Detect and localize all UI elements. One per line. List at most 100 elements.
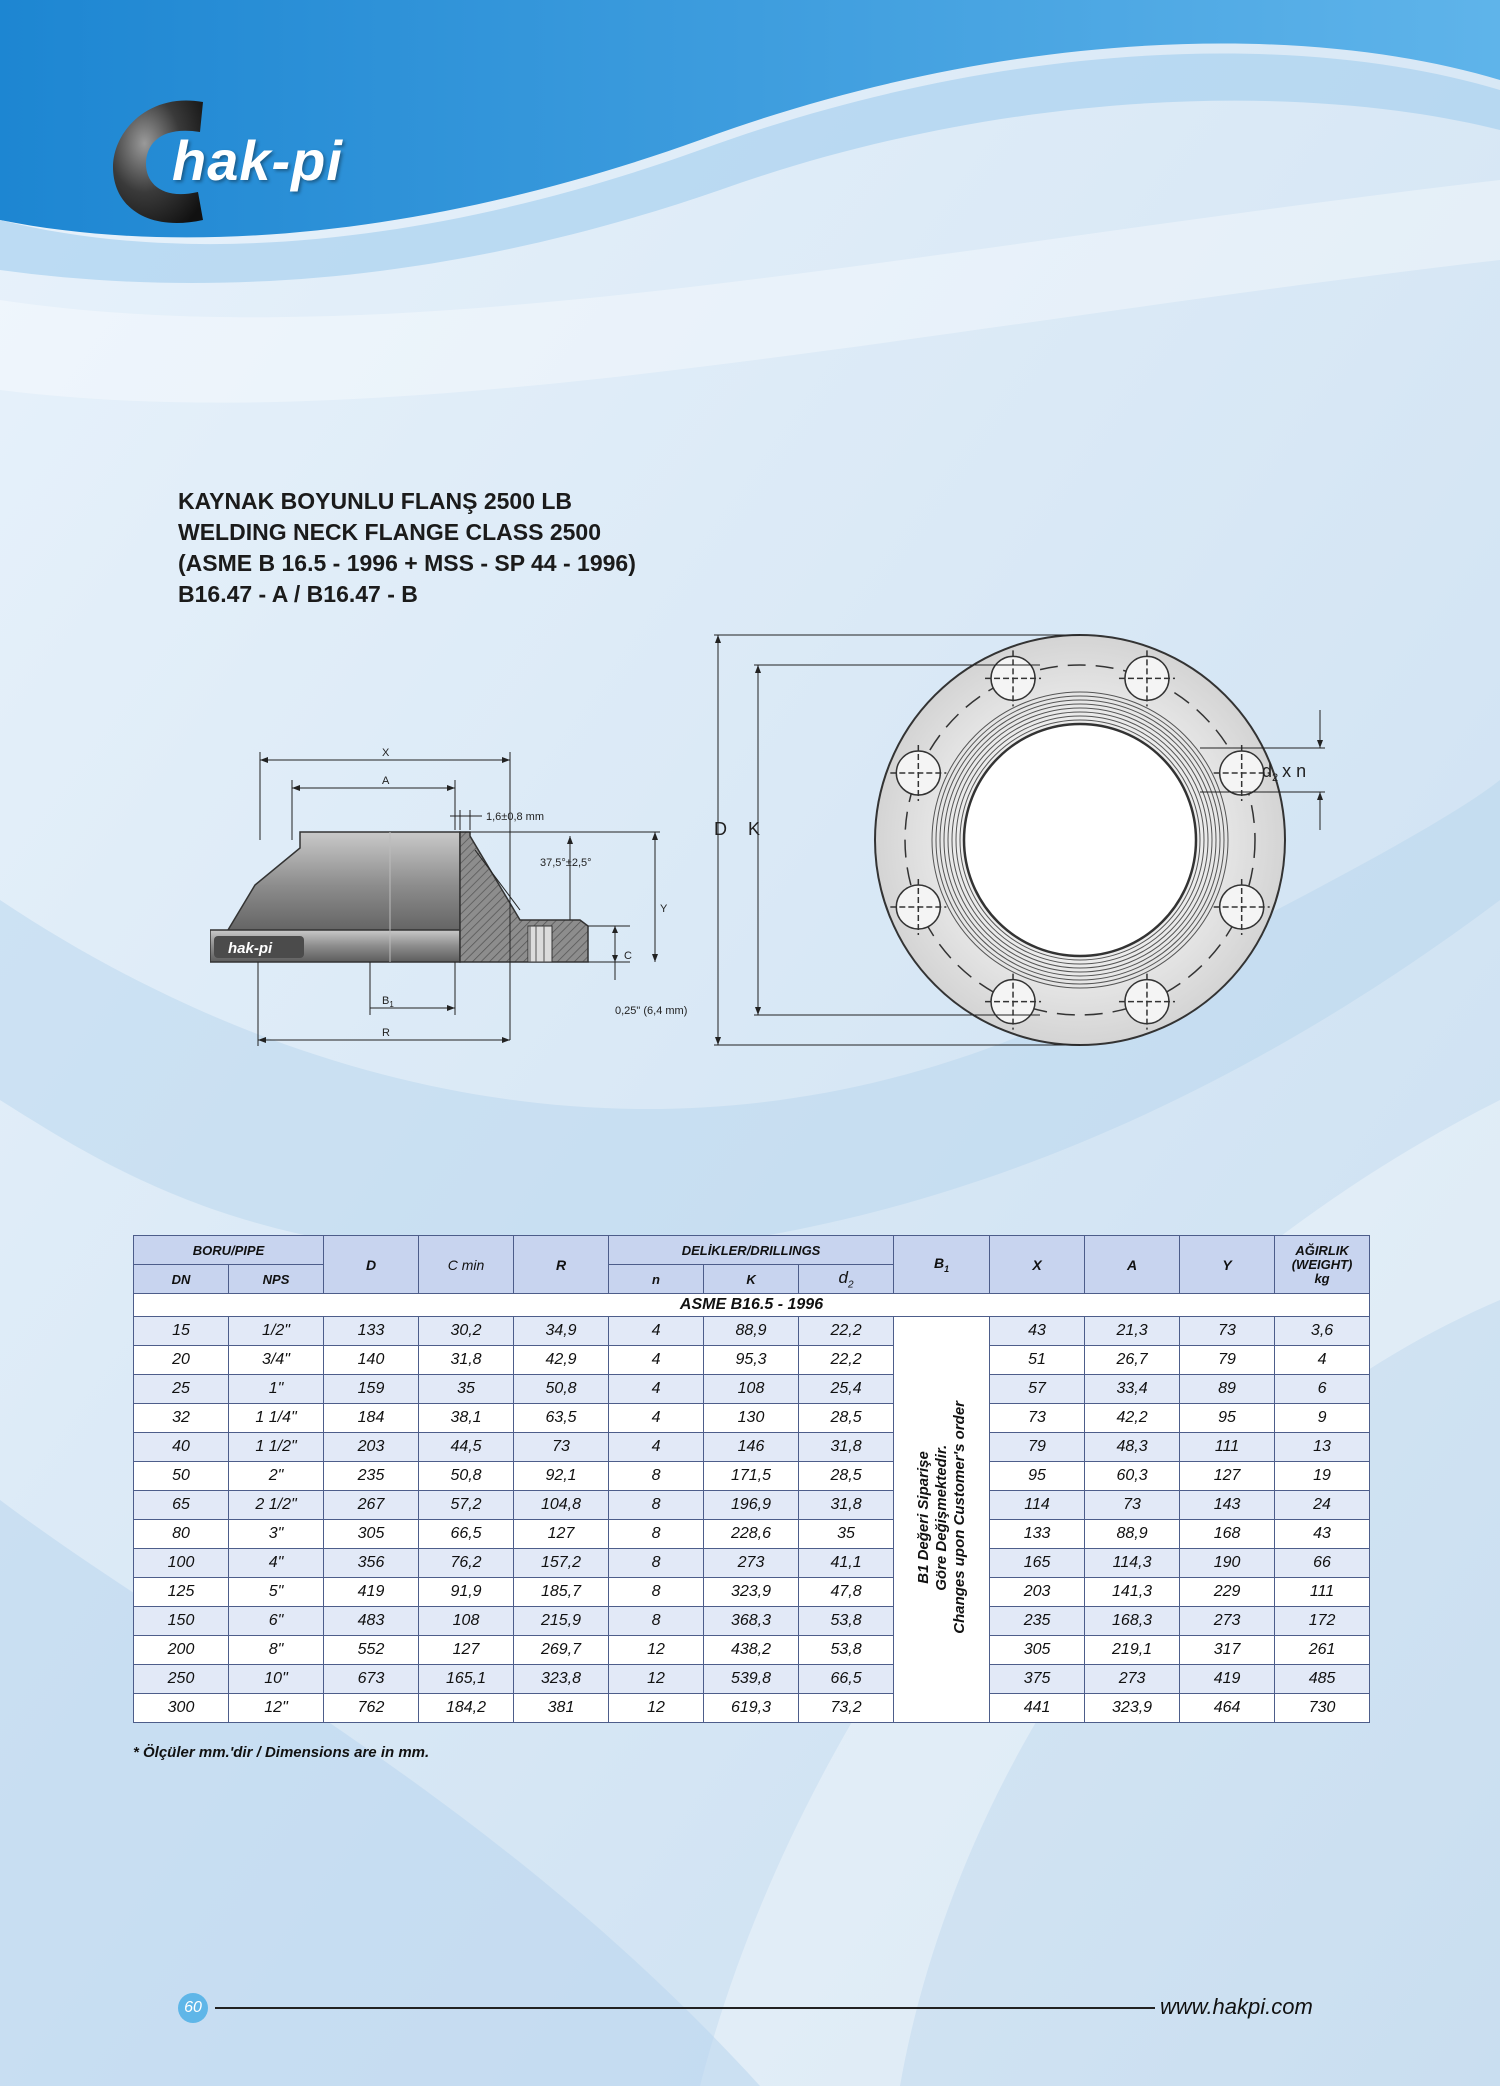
table-cell: 57,2: [418, 1490, 515, 1520]
table-cell: 63,5: [513, 1403, 610, 1433]
table-cell: 323,8: [513, 1664, 610, 1694]
table-cell: 104,8: [513, 1490, 610, 1520]
header-dn: DN: [133, 1264, 229, 1294]
table-cell: 1/2": [227, 1316, 325, 1346]
table-cell: 165,1: [418, 1664, 515, 1694]
table-cell: 464: [1179, 1693, 1276, 1723]
table-cell: 4: [608, 1345, 705, 1375]
table-cell: 9: [1274, 1403, 1371, 1433]
table-cell: 305: [989, 1635, 1086, 1665]
table-cell: 40: [133, 1432, 229, 1462]
header-weight: AĞIRLIK (WEIGHT) kg: [1274, 1235, 1371, 1294]
table-cell: 267: [323, 1490, 420, 1520]
dim-c-label: C: [624, 950, 632, 962]
table-cell: 19: [1274, 1461, 1371, 1491]
title-line-3: (ASME B 16.5 - 1996 + MSS - SP 44 - 1996…: [178, 550, 636, 576]
table-cell: 73,2: [798, 1693, 895, 1723]
table-cell: 53,8: [798, 1635, 895, 1665]
bolt-holes: [890, 650, 1270, 1030]
table-cell: 114: [989, 1490, 1086, 1520]
table-cell: 228,6: [703, 1519, 800, 1549]
table-cell: 8: [608, 1548, 705, 1578]
table-cell: 88,9: [703, 1316, 800, 1346]
table-cell: 356: [323, 1548, 420, 1578]
table-cell: 203: [989, 1577, 1086, 1607]
table-cell: 185,7: [513, 1577, 610, 1607]
header-a: A: [1084, 1235, 1181, 1294]
brand-name: hak-pi: [172, 129, 343, 192]
table-cell: 165: [989, 1548, 1086, 1578]
table-cell: 483: [323, 1606, 420, 1636]
footer-divider: [215, 2007, 1155, 2009]
table-cell: 73: [1179, 1316, 1276, 1346]
table-cell: 273: [1084, 1664, 1181, 1694]
header-d: D: [323, 1235, 420, 1294]
table-cell: 22,2: [798, 1316, 895, 1346]
table-cell: 33,4: [1084, 1374, 1181, 1404]
table-cell: 24: [1274, 1490, 1371, 1520]
dim-x-label: X: [382, 747, 390, 759]
elbow-pipe-icon: [113, 100, 203, 224]
header-k: K: [703, 1264, 800, 1294]
header-x: X: [989, 1235, 1086, 1294]
flange-side-view-diagram: hak-pi X A 1,6±0,8 mm 37,5°±2,5° Y C 0,2…: [210, 747, 687, 1046]
table-cell: 4: [608, 1432, 705, 1462]
table-cell: 150: [133, 1606, 229, 1636]
table-cell: 323,9: [1084, 1693, 1181, 1723]
table-cell: 200: [133, 1635, 229, 1665]
table-cell: 95: [1179, 1403, 1276, 1433]
table-cell: 8: [608, 1606, 705, 1636]
standard-label: ASME B16.5 - 1996: [132, 1293, 1371, 1317]
table-cell: 317: [1179, 1635, 1276, 1665]
table-cell: 4": [227, 1548, 325, 1578]
table-cell: 184,2: [418, 1693, 515, 1723]
table-cell: 250: [133, 1664, 229, 1694]
table-cell: 305: [323, 1519, 420, 1549]
table-cell: 20: [133, 1345, 229, 1375]
table-cell: 235: [323, 1461, 420, 1491]
table-cell: 762: [323, 1693, 420, 1723]
table-cell: 79: [1179, 1345, 1276, 1375]
table-cell: 190: [1179, 1548, 1276, 1578]
dim-d-label: D: [714, 819, 727, 839]
table-cell: 619,3: [703, 1693, 800, 1723]
table-cell: 4: [608, 1374, 705, 1404]
table-cell: 12: [608, 1635, 705, 1665]
table-cell: 73: [989, 1403, 1086, 1433]
table-cell: 3,6: [1274, 1316, 1371, 1346]
table-cell: 44,5: [418, 1432, 515, 1462]
table-cell: 66,5: [798, 1664, 895, 1694]
dim-bevel-label: 0,25" (6,4 mm): [615, 1005, 687, 1017]
brand-logo: hak-pi: [108, 92, 408, 232]
table-cell: 88,9: [1084, 1519, 1181, 1549]
table-cell: 673: [323, 1664, 420, 1694]
website-link[interactable]: www.hakpi.com: [1160, 1994, 1313, 2019]
table-cell: 140: [323, 1345, 420, 1375]
table-cell: 133: [989, 1519, 1086, 1549]
table-cell: 35: [798, 1519, 895, 1549]
table-cell: 130: [703, 1403, 800, 1433]
dim-angle-label: 37,5°±2,5°: [540, 857, 592, 869]
table-cell: 143: [1179, 1490, 1276, 1520]
table-cell: 50,8: [418, 1461, 515, 1491]
table-cell: 73: [1084, 1490, 1181, 1520]
table-cell: 273: [1179, 1606, 1276, 1636]
table-cell: 419: [323, 1577, 420, 1607]
title-line-2: WELDING NECK FLANGE CLASS 2500: [178, 519, 601, 545]
dim-b1-label: B1: [382, 995, 394, 1009]
table-cell: 66: [1274, 1548, 1371, 1578]
table-cell: 368,3: [703, 1606, 800, 1636]
dim-r-label: R: [382, 1027, 390, 1039]
table-cell: 65: [133, 1490, 229, 1520]
table-cell: 57: [989, 1374, 1086, 1404]
table-cell: 8: [608, 1490, 705, 1520]
table-cell: 108: [703, 1374, 800, 1404]
